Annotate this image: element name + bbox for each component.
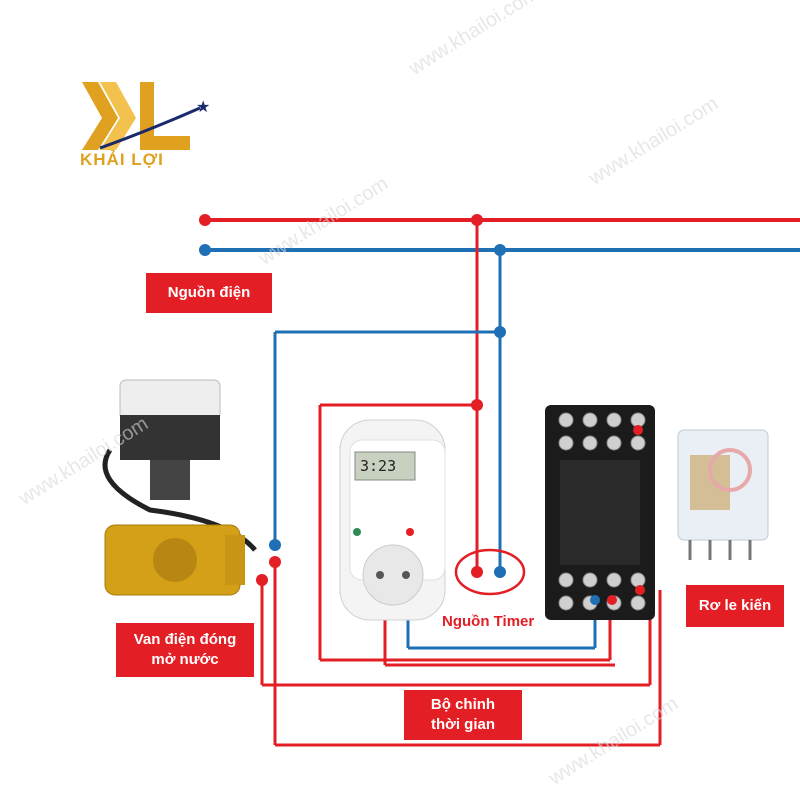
- power-source-label: Nguồn điện: [146, 273, 272, 313]
- power-source-text: Nguồn điện: [167, 284, 251, 301]
- brand-logo: ★: [82, 82, 210, 150]
- relay-label-text: Rơ le kiến: [698, 597, 772, 614]
- brand-name: KHẢI LỢI: [80, 150, 164, 169]
- valve-label-line1: Van điện đóng: [133, 631, 237, 648]
- valve-label: Van điện đóng mở nước: [116, 623, 254, 677]
- valve-device: [102, 379, 257, 596]
- valve-label-line2: mở nước: [151, 651, 219, 668]
- svg-text:★: ★: [196, 99, 210, 116]
- timer-device: [339, 419, 446, 621]
- timer-label-line2: thời gian: [431, 716, 495, 733]
- timer-label: Bộ chỉnh thời gian: [404, 690, 522, 740]
- timer-label-line1: Bộ chỉnh: [430, 696, 496, 713]
- timer-power-wires: [275, 220, 526, 596]
- relay-label: Rơ le kiến: [686, 585, 784, 627]
- relay-module: [677, 429, 769, 560]
- timer-display: 3:23: [360, 457, 397, 475]
- valve-wires: [256, 332, 662, 747]
- relay-socket: [545, 405, 655, 620]
- timer-power-label: Nguồn Timer: [442, 613, 535, 630]
